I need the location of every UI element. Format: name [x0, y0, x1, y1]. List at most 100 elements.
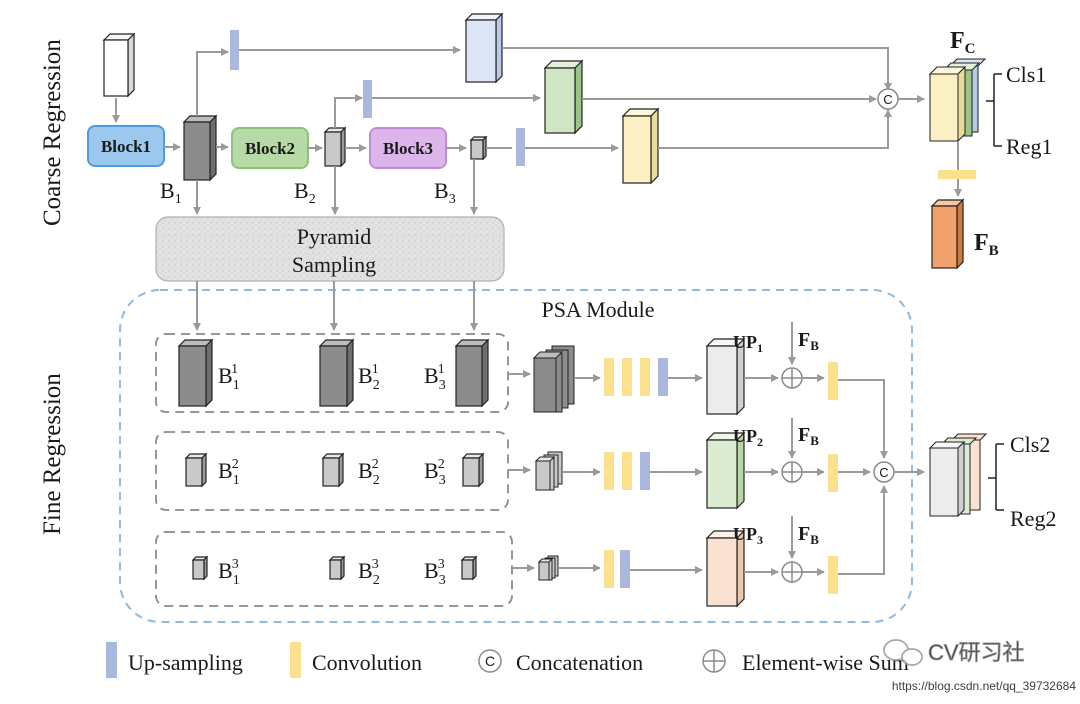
- b2-label: B2: [294, 178, 316, 207]
- concat-node-top: C: [877, 88, 899, 110]
- legend-upsampling-label: Up-sampling: [128, 650, 243, 675]
- legend-upsample-swatch: [106, 642, 117, 678]
- blue-feature-cube: [464, 12, 504, 84]
- fc-output-bracket: [986, 73, 1002, 147]
- row3-label3: B33: [424, 557, 446, 588]
- legend: Up-sampling Convolution C Concatenation …: [106, 642, 909, 678]
- upsample-bar-b2: [363, 80, 372, 118]
- b1-cube: [182, 114, 218, 182]
- up1-cube: [705, 337, 746, 416]
- b1-label: B1: [160, 178, 182, 207]
- legend-sum-label: Element-wise Sum: [742, 650, 909, 675]
- final-stacked-cube: [928, 433, 988, 518]
- row2-conv-bar2: [622, 452, 632, 490]
- row1-label3: B31: [424, 362, 446, 393]
- row2-conv-bar1: [604, 452, 614, 490]
- block2-box: Block2: [231, 127, 309, 169]
- row3-upsample-bar: [620, 550, 630, 588]
- green-feature-cube: [543, 59, 584, 135]
- upsample-bar-b1: [230, 30, 239, 70]
- legend-sum-symbol: [702, 649, 726, 673]
- row3-label1: B13: [218, 557, 240, 588]
- block3-label: Block3: [383, 139, 433, 158]
- up3-cube: [705, 529, 746, 608]
- wechat-icon: [883, 639, 923, 666]
- b2-cube: [323, 126, 347, 168]
- row1-label1: B11: [218, 362, 240, 393]
- row1-stacked-cube: [532, 345, 575, 413]
- svg-text:C: C: [485, 653, 495, 669]
- row2-label1: B12: [218, 457, 240, 488]
- up3-label: UP3: [733, 524, 763, 547]
- b3-cube: [469, 135, 488, 161]
- fb-label-row3: FB: [798, 523, 819, 547]
- reg2-label: Reg2: [1010, 506, 1056, 531]
- row2-conv-out: [828, 454, 838, 492]
- sum-node-row3: [781, 561, 803, 583]
- row2-cube3: [461, 452, 485, 488]
- cls2-label: Cls2: [1010, 432, 1050, 457]
- fb-label-row1: FB: [798, 329, 819, 353]
- row1-conv-bar1: [604, 358, 614, 396]
- row1-conv-out: [828, 362, 838, 400]
- svg-text:C: C: [883, 92, 892, 107]
- fb-cube: [930, 198, 965, 270]
- up2-label: UP2: [733, 426, 763, 449]
- sum-node-row1: [781, 367, 803, 389]
- row1-label2: B21: [358, 362, 380, 393]
- final-output-bracket: [988, 443, 1004, 511]
- row2-cube1: [184, 452, 208, 488]
- row3-label2: B23: [358, 557, 380, 588]
- row3-cube2: [328, 555, 346, 581]
- fb-main-label: FB: [974, 230, 999, 259]
- row1-cube1: [177, 338, 214, 408]
- watermark-url: https://blog.csdn.net/qq_39732684: [892, 679, 1076, 693]
- psa-module-title: PSA Module: [541, 297, 654, 322]
- sum-node-row2: [781, 461, 803, 483]
- row3-cube3: [460, 555, 478, 581]
- cls1-label: Cls1: [1006, 62, 1046, 87]
- fb-label-row2: FB: [798, 424, 819, 448]
- block3-box: Block3: [369, 127, 447, 169]
- fine-regression-label: Fine Regression: [39, 373, 66, 535]
- row3-cube1: [191, 555, 209, 581]
- watermark: CV研习社 https://blog.csdn.net/qq_39732684: [883, 639, 1076, 693]
- concat-node-bottom: C: [873, 461, 895, 483]
- row1-conv-bar3: [640, 358, 650, 396]
- row2-label3: B32: [424, 457, 446, 488]
- upsample-bar-b3: [516, 128, 525, 166]
- row2-stacked-cube: [534, 451, 563, 491]
- row2-label2: B22: [358, 457, 380, 488]
- block1-label: Block1: [101, 137, 151, 156]
- row3-conv-out: [828, 556, 838, 594]
- legend-concatenation-label: Concatenation: [516, 650, 643, 675]
- block2-label: Block2: [245, 139, 295, 158]
- row3-stacked-cube: [537, 555, 559, 581]
- conv-bar-fb: [938, 170, 976, 179]
- legend-conv-swatch: [290, 642, 301, 678]
- yellow-feature-cube: [621, 107, 660, 185]
- fc-label: FC: [950, 28, 976, 57]
- psa-module-border: [119, 289, 913, 623]
- fc-stacked-cube: [928, 58, 987, 143]
- row1-conv-bar2: [622, 358, 632, 396]
- row2-cube2: [321, 452, 345, 488]
- row3-conv-bar1: [604, 550, 614, 588]
- up1-label: UP1: [733, 332, 763, 355]
- row1-upsample-bar: [658, 358, 668, 396]
- pyramid-label-line1: Pyramid: [297, 224, 372, 249]
- block1-box: Block1: [87, 125, 165, 167]
- row2-upsample-bar: [640, 452, 650, 490]
- reg1-label: Reg1: [1006, 134, 1052, 159]
- row1-cube2: [318, 338, 355, 408]
- coarse-regression-label: Coarse Regression: [39, 39, 66, 226]
- input-cube: [102, 32, 136, 98]
- pyramid-sampling-box: Pyramid Sampling: [155, 216, 505, 282]
- svg-text:C: C: [879, 465, 888, 480]
- pyramid-label-line2: Sampling: [292, 252, 376, 277]
- b3-label: B3: [434, 178, 456, 207]
- up2-cube: [705, 431, 746, 510]
- legend-concat-symbol: C: [478, 649, 502, 673]
